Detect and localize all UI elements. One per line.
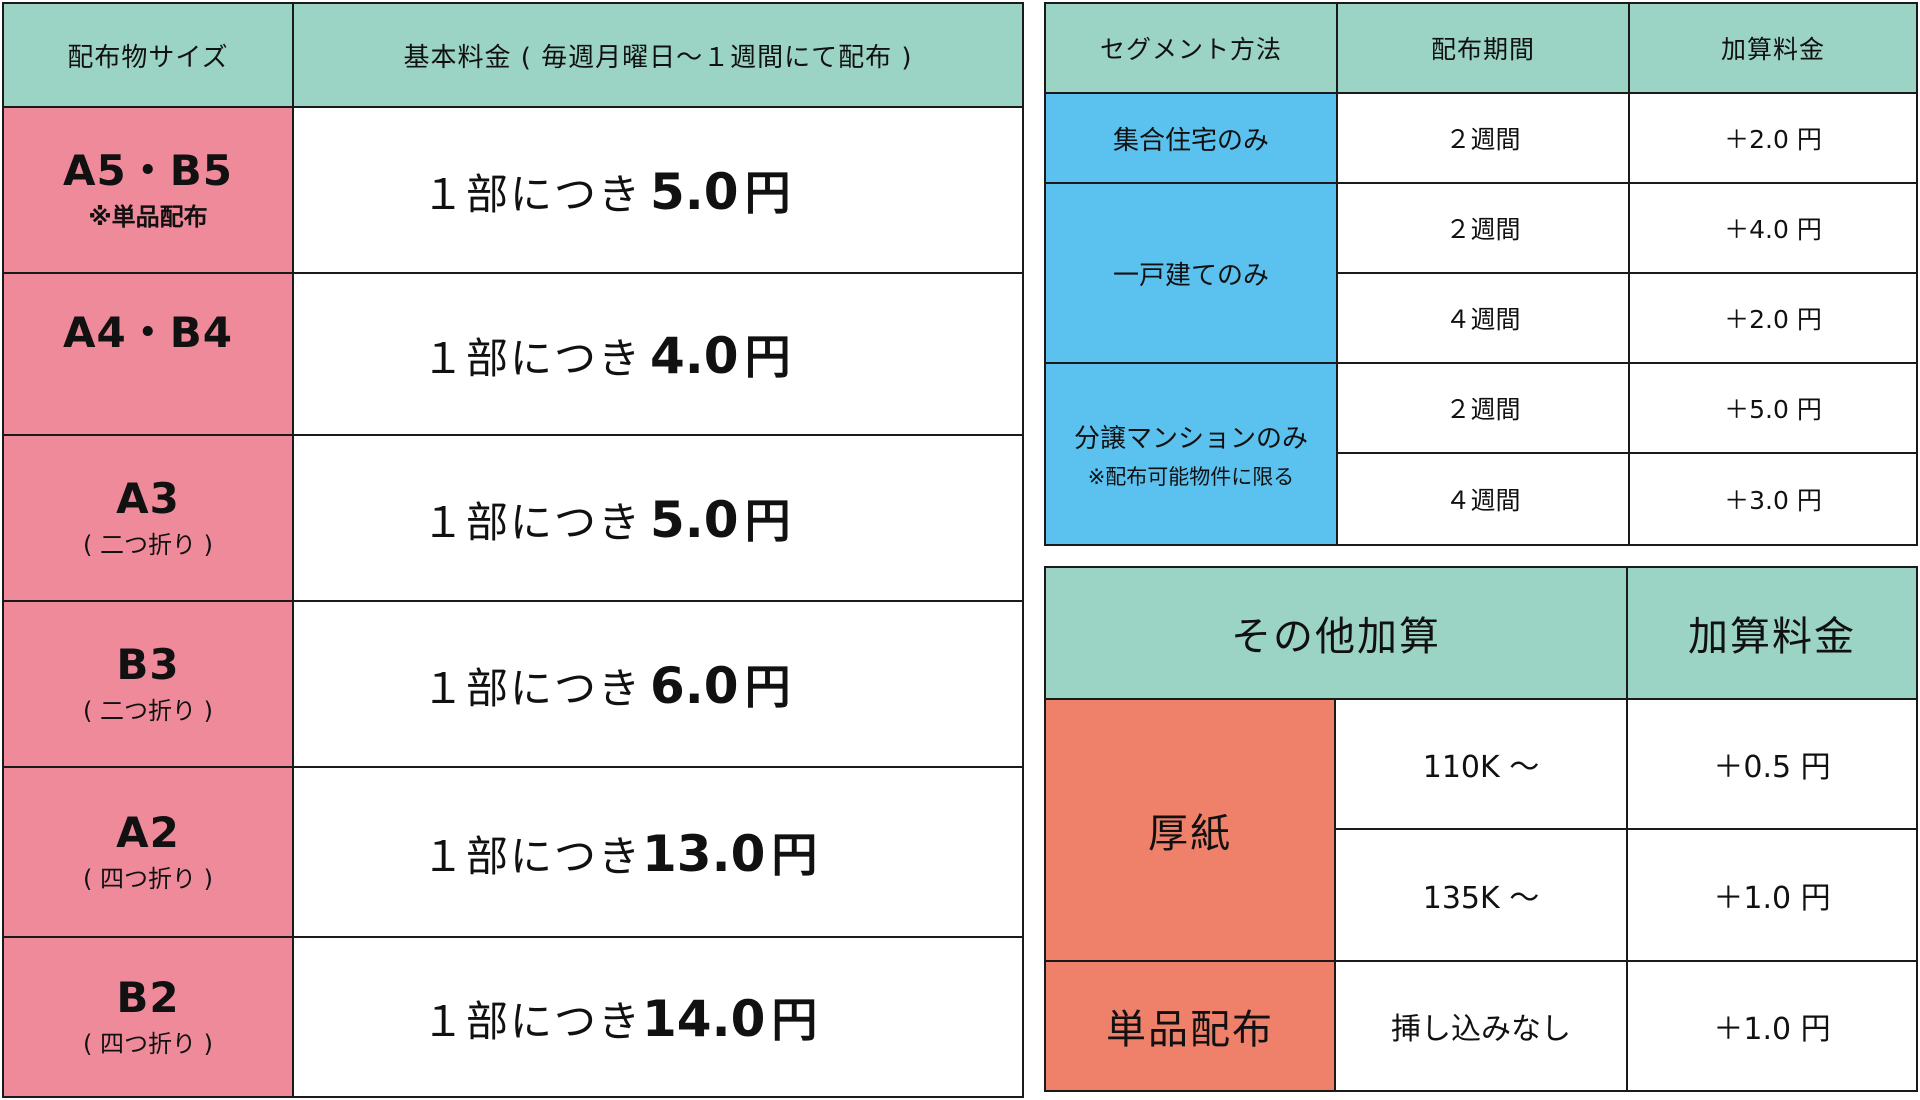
price-prefix: １部につき	[422, 498, 643, 547]
price-value: 4.0	[650, 327, 739, 385]
price-unit: 円	[744, 660, 791, 714]
header-fee: 加算料金	[1628, 2, 1918, 94]
price-table-header-row: 配布物サイズ 基本料金 ( 毎週月曜日〜１週間にて配布 )	[2, 2, 1024, 108]
price-unit: 円	[744, 166, 791, 220]
other-surcharge-table: その他加算 加算料金 厚紙 110K 〜 ＋0.5 円 135K 〜 ＋1.0 …	[1044, 566, 1918, 1092]
size-label: A5・B5	[63, 146, 233, 196]
period-cell: ２週間	[1336, 362, 1630, 454]
period-cell: ４週間	[1336, 272, 1630, 364]
price-value: 13.0	[642, 825, 766, 883]
fee-cell: ＋1.0 円	[1626, 828, 1918, 962]
size-label: A3	[116, 474, 180, 524]
fee-cell: ＋1.0 円	[1626, 960, 1918, 1092]
size-label: B2	[116, 973, 180, 1023]
price-value: 5.0	[650, 163, 739, 221]
price-prefix: １部につき	[422, 170, 643, 219]
price-unit: 円	[744, 330, 791, 384]
price-unit: 円	[771, 828, 818, 882]
period-cell: ４週間	[1336, 452, 1630, 546]
extra-label-cell: 挿し込みなし	[1334, 960, 1628, 1092]
fee-cell: ＋2.0 円	[1628, 272, 1918, 364]
price-prefix: １部につき	[422, 997, 643, 1046]
extra-table-header-row: その他加算 加算料金	[1044, 566, 1918, 700]
size-note: ( 二つ折り )	[83, 696, 213, 725]
extra-category-cell: 厚紙	[1044, 698, 1336, 962]
header-surcharge-fee: 加算料金	[1626, 566, 1918, 700]
segment-name: 一戸建てのみ	[1112, 260, 1269, 291]
table-row: 135K 〜 ＋1.0 円	[1045, 828, 1918, 962]
size-cell: A2 ( 四つ折り )	[2, 766, 294, 938]
segment-fee-table: セグメント方法 配布期間 加算料金 集合住宅のみ ２週間 ＋2.0 円 一戸建て…	[1044, 2, 1918, 546]
header-period: 配布期間	[1336, 2, 1630, 94]
segment-note: ※配布可能物件に限る	[1087, 464, 1295, 489]
fee-cell: ＋3.0 円	[1628, 452, 1918, 546]
size-note: ※単品配布	[88, 202, 208, 231]
table-row: 単品配布 挿し込みなし ＋1.0 円	[1044, 960, 1918, 1092]
extra-category-cell: 単品配布	[1044, 960, 1336, 1092]
header-other-surcharge: その他加算	[1044, 566, 1628, 700]
fee-cell: ＋0.5 円	[1626, 698, 1918, 830]
price-unit: 円	[771, 993, 818, 1047]
period-cell: ２週間	[1336, 92, 1630, 184]
table-row: 厚紙 110K 〜 ＋0.5 円	[1044, 698, 1918, 962]
segment-name: 集合住宅のみ	[1112, 125, 1269, 156]
size-label: A2	[116, 808, 180, 858]
price-prefix: １部につき	[422, 334, 643, 383]
table-row: 分譲マンションのみ ※配布可能物件に限る ２週間 ＋5.0 円	[1044, 362, 1918, 546]
size-cell: A3 ( 二つ折り )	[2, 434, 294, 602]
table-row: ４週間 ＋2.0 円	[1045, 272, 1918, 364]
size-cell: B3 ( 二つ折り )	[2, 600, 294, 768]
segment-name-cell: 分譲マンションのみ ※配布可能物件に限る	[1044, 362, 1338, 546]
fee-cell: ＋2.0 円	[1628, 92, 1918, 184]
price-value: 14.0	[642, 990, 766, 1048]
price-value: 5.0	[650, 491, 739, 549]
price-value: 6.0	[650, 657, 739, 715]
size-note: ( 四つ折り )	[83, 864, 213, 893]
size-label: B3	[116, 640, 180, 690]
period-cell: ２週間	[1336, 182, 1630, 274]
fee-cell: ＋5.0 円	[1628, 362, 1918, 454]
segment-table-header-row: セグメント方法 配布期間 加算料金	[1044, 2, 1918, 94]
size-cell: B2 ( 四つ折り )	[2, 936, 294, 1098]
segment-name-cell: 集合住宅のみ	[1044, 92, 1338, 184]
base-price-table: 配布物サイズ 基本料金 ( 毎週月曜日〜１週間にて配布 ) A5・B5 ※単品配…	[2, 2, 1024, 1098]
size-note: ( 二つ折り )	[83, 530, 213, 559]
extra-label-cell: 135K 〜	[1334, 828, 1628, 962]
table-row: ４週間 ＋3.0 円	[1045, 452, 1918, 546]
table-row: 一戸建てのみ ２週間 ＋4.0 円	[1044, 182, 1918, 364]
header-segment-method: セグメント方法	[1044, 2, 1338, 94]
price-unit: 円	[744, 494, 791, 548]
size-note: ( 四つ折り )	[83, 1029, 213, 1058]
header-base-price: 基本料金 ( 毎週月曜日〜１週間にて配布 )	[292, 2, 1024, 108]
price-prefix: １部につき	[422, 664, 643, 713]
size-label: A4・B4	[63, 308, 233, 357]
header-size: 配布物サイズ	[2, 2, 294, 108]
extra-label-cell: 110K 〜	[1334, 698, 1628, 830]
segment-name-cell: 一戸建てのみ	[1044, 182, 1338, 364]
table-row: 集合住宅のみ ２週間 ＋2.0 円	[1044, 92, 1918, 184]
fee-cell: ＋4.0 円	[1628, 182, 1918, 274]
segment-name: 分譲マンションのみ	[1073, 423, 1308, 454]
size-cell: A5・B5 ※単品配布	[2, 106, 294, 274]
price-prefix: １部につき	[422, 832, 643, 881]
size-cell: A4・B4	[2, 272, 294, 436]
